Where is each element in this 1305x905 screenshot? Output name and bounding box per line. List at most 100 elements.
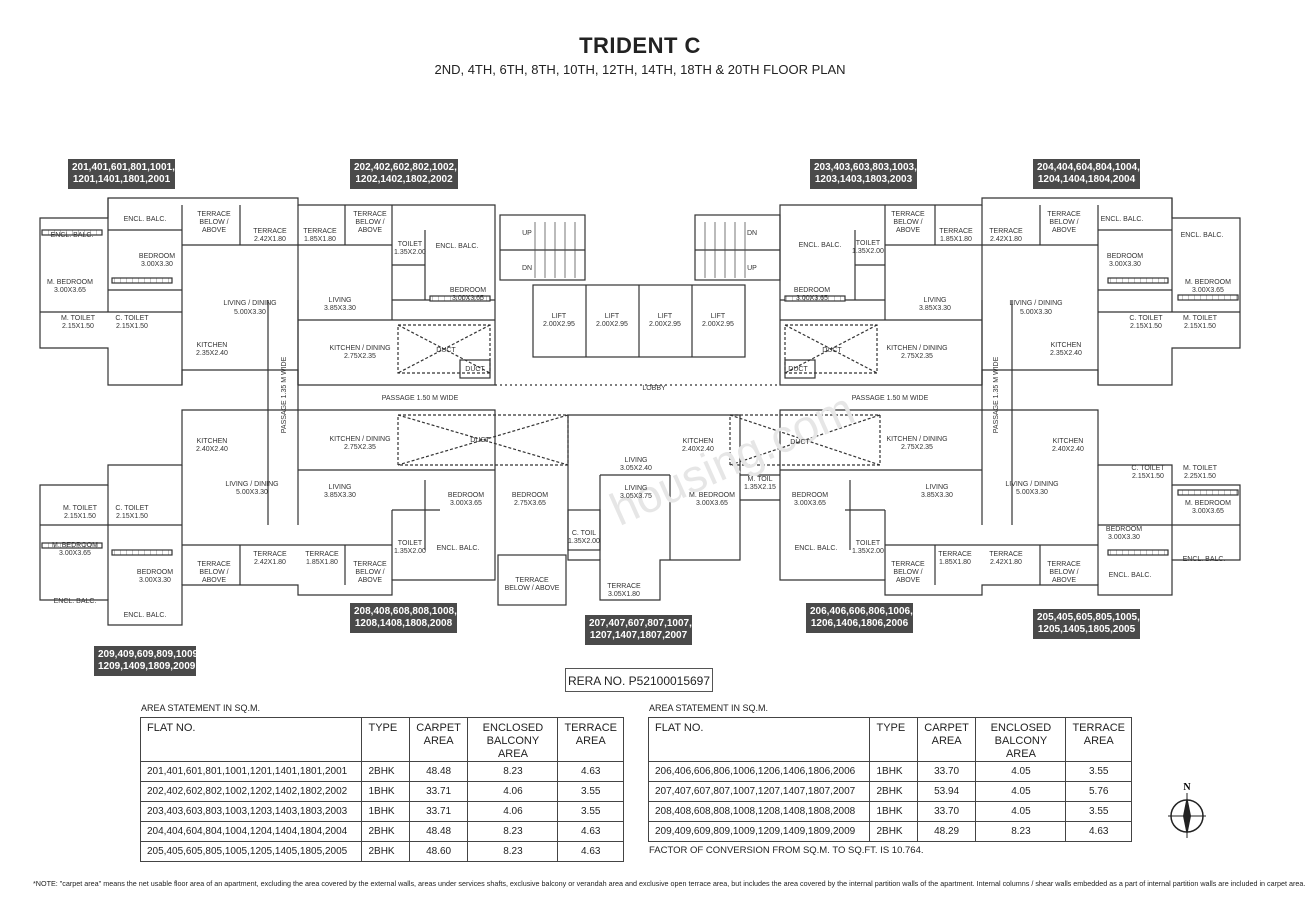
room-dim: 3.00X3.65	[696, 500, 728, 507]
room-label: BEDROOM	[139, 253, 175, 260]
room-label: M. TOILET	[63, 505, 98, 512]
room-label: ABOVE	[358, 227, 382, 234]
room-label: ENCL. BALC.	[1183, 556, 1226, 563]
room-label: LIVING / DINING	[1005, 481, 1058, 488]
lift-label: LIFT	[552, 313, 567, 320]
room-dim: 3.00X3.30	[141, 261, 173, 268]
room-label: KITCHEN	[683, 438, 714, 445]
conversion-factor: FACTOR OF CONVERSION FROM SQ.M. TO SQ.FT…	[649, 845, 924, 856]
room-label: ENCL. BALC.	[124, 612, 167, 619]
flat-tag-202: 202,402,602,802,1002,1202,1402,1802,2002	[350, 159, 458, 189]
room-label: TERRACE	[253, 551, 287, 558]
room-label: M. TOILET	[1183, 315, 1218, 322]
room-dim: 3.05X2.40	[620, 465, 652, 472]
room-dim: 2.42X1.80	[990, 236, 1022, 243]
room-dim: 3.00X3.65	[54, 287, 86, 294]
room-label: ENCL. BALC.	[124, 216, 167, 223]
room-label: BEDROOM	[794, 287, 830, 294]
room-label: DUCT	[436, 347, 456, 354]
room-label: ENCL. BALC.	[51, 232, 94, 239]
room-dim: 3.00X3.30	[1108, 534, 1140, 541]
flat-tag-207: 207,407,607,807,1007,1207,1407,1807,2007	[585, 615, 692, 645]
room-dim: 2.75X2.35	[344, 444, 376, 451]
room-label: TERRACE	[305, 551, 339, 558]
room-dim: 1.35X2.00	[852, 248, 884, 255]
room-dim: 2.75X2.35	[901, 353, 933, 360]
room-label: LIVING / DINING	[223, 300, 276, 307]
room-dim: 3.00X3.65	[794, 500, 826, 507]
room-dim: 5.00X3.30	[1020, 309, 1052, 316]
carpet-area-note: *NOTE: "carpet area" means the net usabl…	[33, 879, 1305, 888]
room-label: C. TOIL	[572, 530, 596, 537]
room-label: BELOW /	[1049, 569, 1078, 576]
lift-dim: 2.00X2.95	[649, 321, 681, 328]
room-label: ENCL. BALC.	[1109, 572, 1152, 579]
room-label: BELOW /	[893, 569, 922, 576]
room-label: ENCL. BALC.	[436, 243, 479, 250]
room-label: LIVING	[625, 485, 648, 492]
table-row: 203,403,603,803,1003,1203,1403,1803,2003…	[139, 801, 624, 822]
room-dim: 3.00X3.65	[1192, 287, 1224, 294]
room-label: KITCHEN / DINING	[886, 345, 947, 352]
room-label: BEDROOM	[448, 492, 484, 499]
room-dim: 1.35X2.00	[852, 548, 884, 555]
room-label: KITCHEN / DINING	[329, 345, 390, 352]
lift-label: LIFT	[605, 313, 620, 320]
lift-label: LIFT	[658, 313, 673, 320]
room-label: TERRACE	[939, 228, 973, 235]
lift-dim: 2.00X2.95	[543, 321, 575, 328]
room-label: M. BEDROOM	[1185, 279, 1231, 286]
room-label: TERRACE	[1047, 211, 1081, 218]
room-dim: 1.85X1.80	[306, 559, 338, 566]
passage-label: PASSAGE 1.50 M WIDE	[852, 395, 929, 402]
room-label: TERRACE	[353, 211, 387, 218]
room-label: M. BEDROOM	[47, 279, 93, 286]
table-row: 209,409,609,809,1009,1209,1409,1809,2009…	[647, 821, 1132, 842]
room-dim: 2.15X1.50	[116, 323, 148, 330]
room-label: LIVING	[329, 297, 352, 304]
room-label: ENCL. BALC.	[799, 242, 842, 249]
flat-tag-208: 208,408,608,808,1008,1208,1408,1808,2008	[350, 603, 457, 633]
room-dim: 3.00X3.65	[1192, 508, 1224, 515]
compass-north-label: N	[1183, 782, 1191, 793]
table-row: 208,408,608,808,1008,1208,1408,1808,2008…	[647, 801, 1132, 822]
room-label: C. TOILET	[1131, 465, 1165, 472]
room-label: TERRACE	[891, 561, 925, 568]
room-label: ABOVE	[896, 227, 920, 234]
room-dim: 2.15X1.50	[62, 323, 94, 330]
room-label: BEDROOM	[137, 569, 173, 576]
room-label: BEDROOM	[512, 492, 548, 499]
room-dim: 3.00X3.65	[796, 295, 828, 302]
table-row: 201,401,601,801,1001,1201,1401,1801,2001…	[139, 761, 624, 782]
room-dim: 2.40X2.40	[196, 446, 228, 453]
room-label: LIVING	[625, 457, 648, 464]
room-label: M. BEDROOM	[1185, 500, 1231, 507]
room-label: LIVING / DINING	[225, 481, 278, 488]
room-label: KITCHEN / DINING	[886, 436, 947, 443]
room-label: BEDROOM	[792, 492, 828, 499]
col-type: TYPE	[361, 717, 410, 762]
page-subtitle: 2ND, 4TH, 6TH, 8TH, 10TH, 12TH, 14TH, 18…	[434, 62, 846, 77]
room-label: ABOVE	[1052, 227, 1076, 234]
flat-tag-204: 204,404,604,804,1004,1204,1404,1804,2004	[1033, 159, 1140, 189]
room-label: LIVING	[926, 484, 949, 491]
room-dim: 2.35X2.40	[196, 350, 228, 357]
room-label: ENCL. BALC.	[54, 598, 97, 605]
passage-label: PASSAGE 1.50 M WIDE	[382, 395, 459, 402]
room-dim: 5.00X3.30	[236, 489, 268, 496]
room-label: KITCHEN	[1053, 438, 1084, 445]
stair-label: UP	[747, 265, 757, 272]
room-label: C. TOILET	[1129, 315, 1163, 322]
room-dim: 2.75X2.35	[344, 353, 376, 360]
room-dim: 3.85X3.30	[919, 305, 951, 312]
room-label: ABOVE	[202, 227, 226, 234]
room-dim: 3.85X3.30	[921, 492, 953, 499]
room-dim: 5.00X3.30	[1016, 489, 1048, 496]
room-label: BEDROOM	[450, 287, 486, 294]
